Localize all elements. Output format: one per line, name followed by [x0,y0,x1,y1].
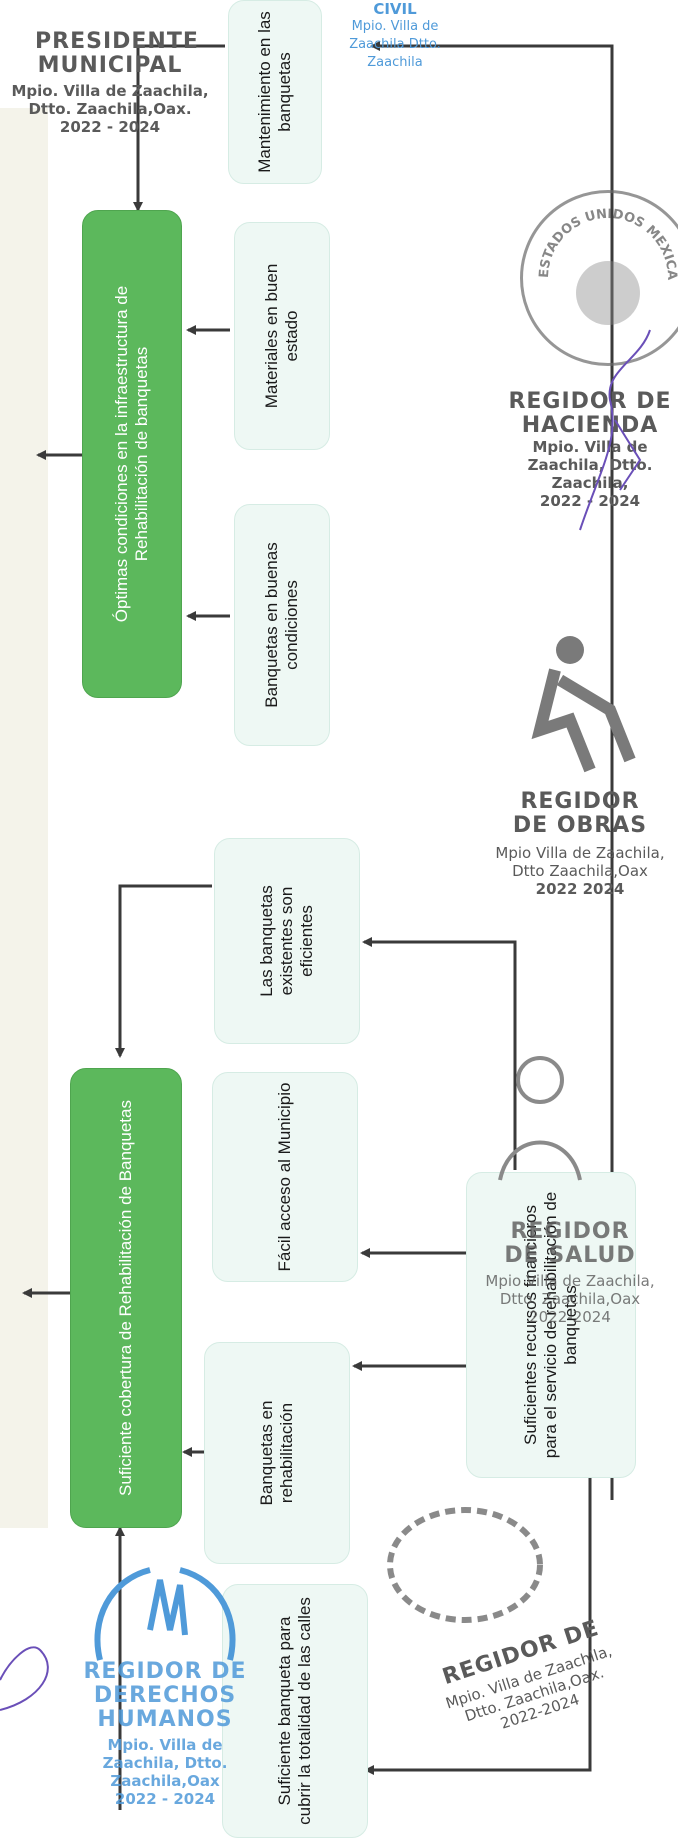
signature-left [0,1620,70,1725]
box-materiales: Materiales en buen estado [234,222,330,450]
box-suficiente-banqueta: Suficiente banqueta para cubrir la total… [222,1584,368,1838]
box-mantenimiento: Mantenimiento en las banquetas [228,0,322,184]
children-emblem [380,1500,550,1635]
arrow-bottom-loop [364,1450,592,1775]
stamp-civil: CIVIL Mpio. Villa de Zaachila Dtto. Zaac… [349,0,441,70]
loop-right-vertical [370,41,614,1500]
children-circle-icon [387,1507,543,1623]
box-suficiente-cobertura: Suficiente cobertura de Rehabilitación d… [70,1068,182,1528]
loop-eficientes [115,884,212,1058]
box-eficientes: Las banquetas existentes son eficientes [214,838,360,1044]
arrow-to-eficientes [362,937,517,1170]
stamp-presidente: PRESIDENTE MUNICIPAL Mpio. Villa de Zaac… [11,29,209,137]
box-en-rehabilitacion: Banquetas en rehabilitación [204,1342,350,1564]
derechos-emblem [80,1560,250,1675]
eagle-emblem-icon: ESTADOS UNIDOS MEXICANOS [517,182,678,325]
stamp-salud: REGIDOR DE SALUD Mpio Villa de Zaachila,… [485,1219,655,1327]
signature-curve [0,1646,49,1711]
worker-icon [531,636,636,773]
stamp-obras: REGIDOR DE OBRAS Mpio Villa de Zaachila,… [495,789,665,899]
box-optimas: Óptimas condiciones en la infraestructur… [82,210,182,698]
national-seal: ESTADOS UNIDOS MEXICANOS [517,182,678,366]
box-facil-acceso: Fácil acceso al Municipio [212,1072,358,1282]
box-recursos: Suficientes recursos financieros para el… [466,1172,636,1478]
hands-wreath-icon [94,1567,236,1661]
stamp-hacienda: REGIDOR DE HACIENDA Mpio. Villa de Zaach… [508,389,672,511]
box-banquetas-buenas: Banquetas en buenas condiciones [234,504,330,746]
signature-scribble [579,329,651,531]
worker-emblem [500,620,660,785]
signature-hacienda [560,320,670,545]
stamp-derechos: REGIDOR DE DERECHOS HUMANOS Mpio. Villa … [83,1659,247,1809]
doctor-figure-icon [498,1056,582,1181]
salud-emblem [480,1040,630,1195]
top-link [133,44,225,212]
